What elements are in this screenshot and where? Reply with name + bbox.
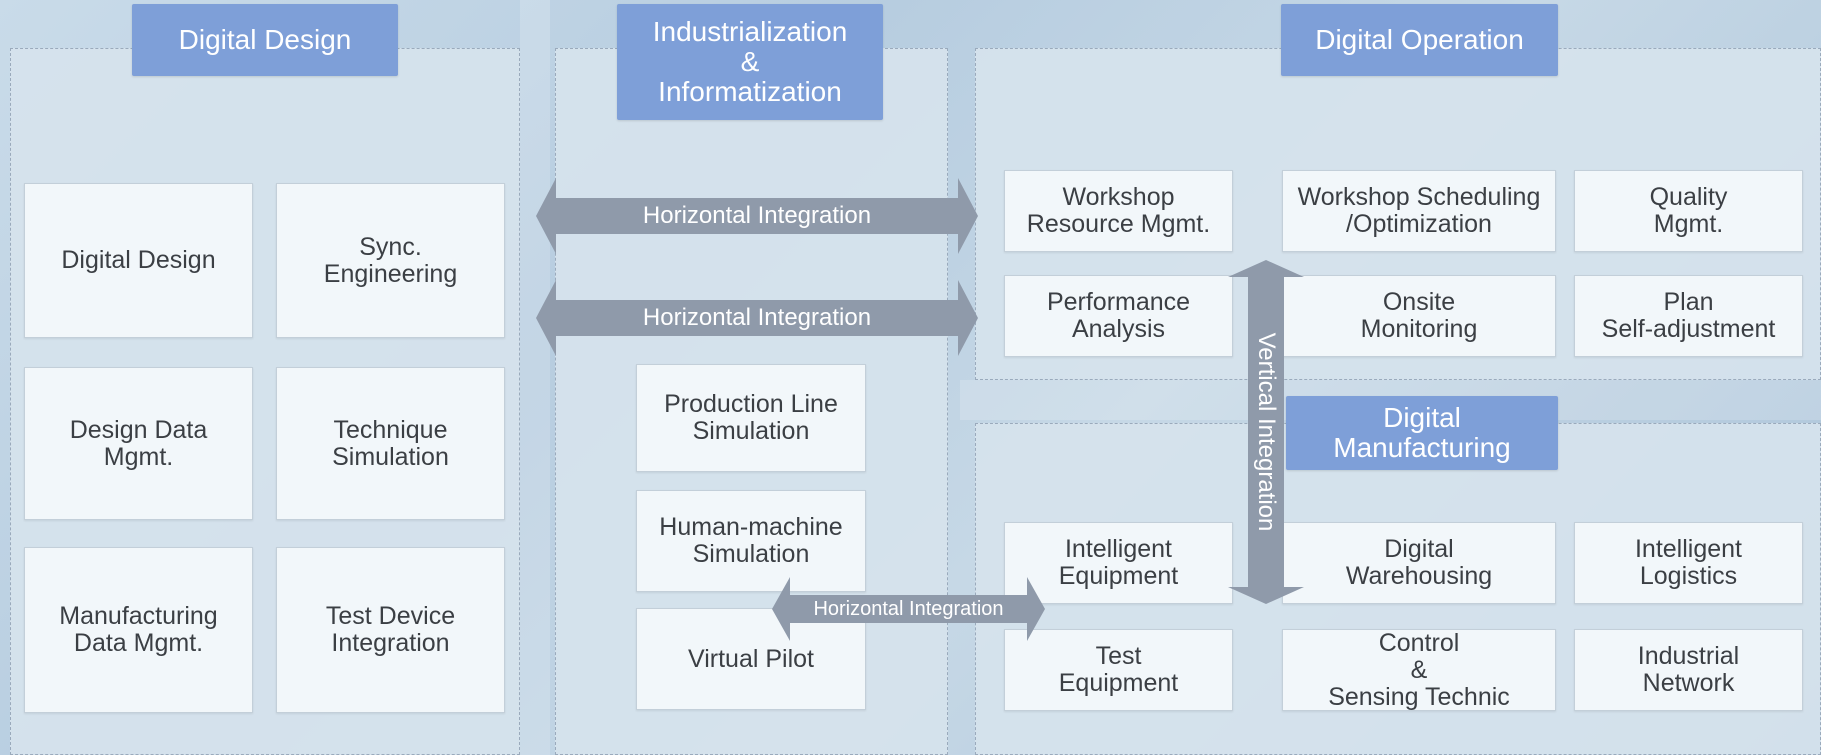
design-box-sync-engineering: Sync. Engineering <box>276 183 505 338</box>
design-box-design-data-mgmt: Design Data Mgmt. <box>24 367 253 520</box>
horizontal-integration-label-2: Horizontal Integration <box>642 304 872 331</box>
vertical-integration-arrow <box>1228 260 1304 604</box>
horizontal-integration-label-1: Horizontal Integration <box>642 202 872 229</box>
design-box-test-device-integration: Test Device Integration <box>276 547 505 713</box>
manufacturing-box-digital-warehousing: Digital Warehousing <box>1282 522 1556 604</box>
horizontal-integration-label-3: Horizontal Integration <box>813 597 1004 620</box>
horizontal-integration-arrow-2 <box>536 280 978 356</box>
industrialization-box-virtual-pilot: Virtual Pilot <box>636 608 866 710</box>
digital-design-header: Digital Design <box>132 4 398 76</box>
digital-manufacturing-header: Digital Manufacturing <box>1286 396 1558 470</box>
manufacturing-box-intelligent-equipment: Intelligent Equipment <box>1004 522 1233 604</box>
operation-box-workshop-scheduling: Workshop Scheduling /Optimization <box>1282 170 1556 252</box>
vertical-integration-label: Vertical Integration <box>1253 332 1280 532</box>
design-box-technique-simulation: Technique Simulation <box>276 367 505 520</box>
manufacturing-box-control-sensing: Control & Sensing Technic <box>1282 629 1556 711</box>
background-stripe <box>520 0 550 755</box>
operation-box-workshop-resource-mgmt: Workshop Resource Mgmt. <box>1004 170 1233 252</box>
manufacturing-box-intelligent-logistics: Intelligent Logistics <box>1574 522 1803 604</box>
horizontal-integration-arrow-3 <box>772 577 1045 641</box>
industrialization-box-production-line-simulation: Production Line Simulation <box>636 364 866 472</box>
horizontal-integration-arrow-1 <box>536 178 978 254</box>
operation-box-plan-self-adjustment: Plan Self-adjustment <box>1574 275 1803 357</box>
design-box-digital-design: Digital Design <box>24 183 253 338</box>
operation-box-onsite-monitoring: Onsite Monitoring <box>1282 275 1556 357</box>
operation-box-quality-mgmt: Quality Mgmt. <box>1574 170 1803 252</box>
manufacturing-box-test-equipment: Test Equipment <box>1004 629 1233 711</box>
industrialization-box-human-machine-simulation: Human-machine Simulation <box>636 490 866 592</box>
operation-box-performance-analysis: Performance Analysis <box>1004 275 1233 357</box>
manufacturing-box-industrial-network: Industrial Network <box>1574 629 1803 711</box>
design-box-manufacturing-data-mgmt: Manufacturing Data Mgmt. <box>24 547 253 713</box>
industrialization-header: Industrialization & Informatization <box>617 4 883 120</box>
digital-operation-header: Digital Operation <box>1281 4 1558 76</box>
